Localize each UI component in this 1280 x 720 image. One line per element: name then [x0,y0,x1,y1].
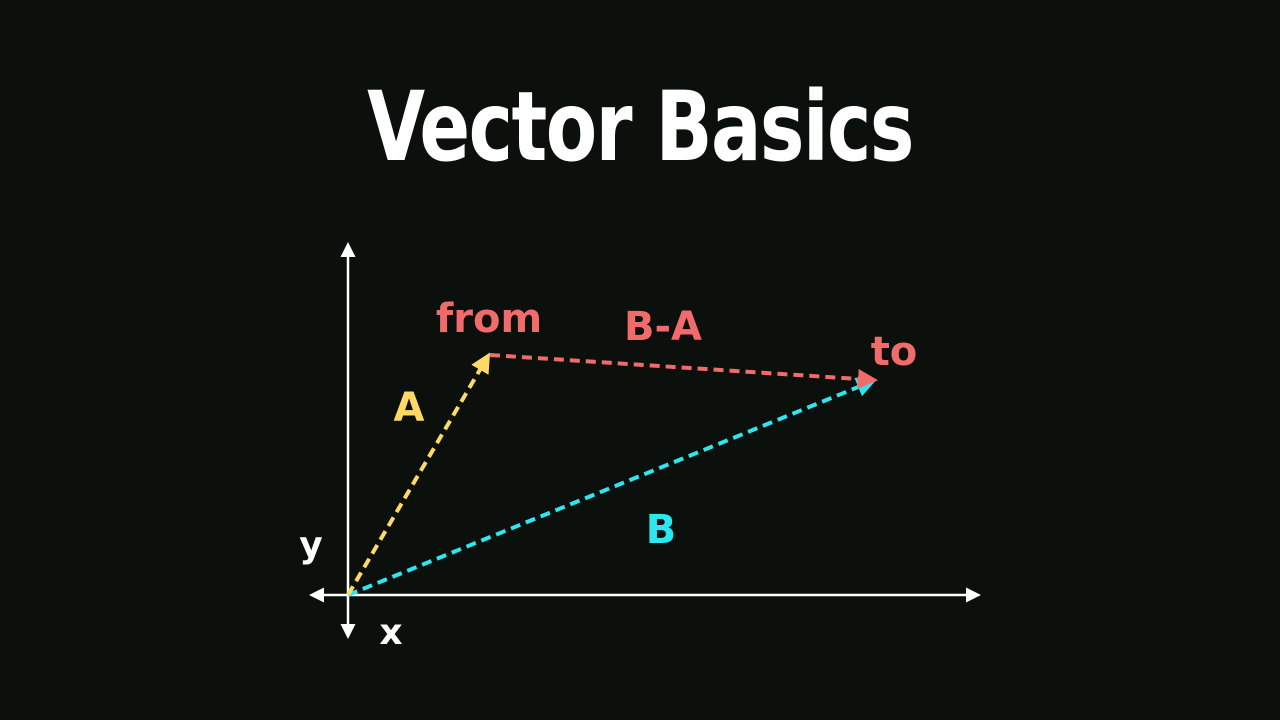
vector-b-arrow [347,377,877,597]
vector-b-label: B [646,507,677,553]
vector-a-arrow [346,352,491,597]
x-axis-label: x [379,612,402,653]
y-axis-label: y [299,525,322,566]
page-title: Vector Basics [367,71,914,183]
vector-a-label: A [394,385,425,431]
vector-b-minus-a-arrow [489,353,878,389]
to-point-label: to [871,329,918,375]
from-point-label: from [436,296,542,342]
vector-b-minus-a-label: B-A [624,304,702,350]
